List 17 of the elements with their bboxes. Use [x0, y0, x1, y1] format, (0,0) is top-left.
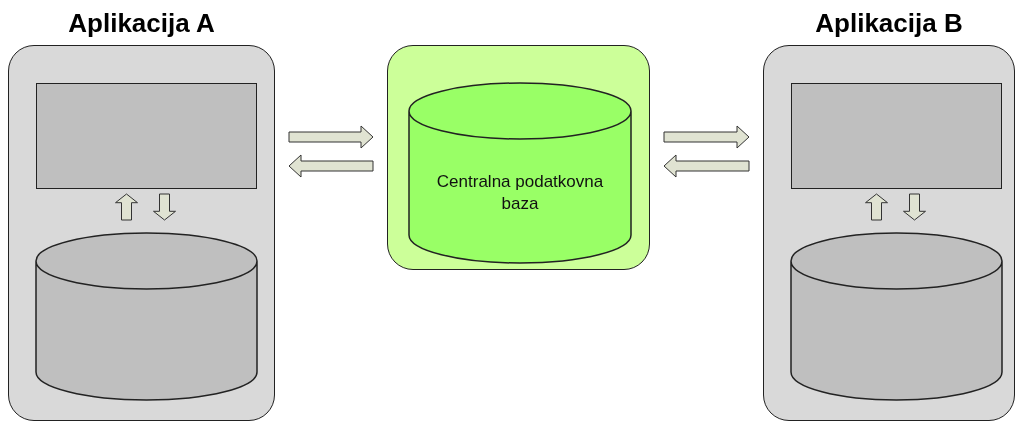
- screen-box: [791, 83, 1002, 189]
- block-arrow: [903, 193, 926, 221]
- screen-box: [36, 83, 257, 189]
- block-arrow: [663, 125, 750, 149]
- block-arrow: [153, 193, 176, 221]
- block-arrow: [288, 125, 374, 149]
- panel-title: Aplikacija A: [67, 8, 216, 39]
- block-arrow: [865, 193, 888, 221]
- panel-title: Aplikacija B: [814, 8, 964, 39]
- database-panel: [387, 45, 650, 270]
- block-arrow: [663, 154, 750, 178]
- database-cylinder: [36, 233, 257, 400]
- database-cylinder: [409, 83, 631, 263]
- database-cylinder: [791, 233, 1002, 400]
- block-arrow: [288, 154, 374, 178]
- block-arrow: [115, 193, 138, 221]
- database-label: Centralna podatkovna baza: [435, 170, 605, 215]
